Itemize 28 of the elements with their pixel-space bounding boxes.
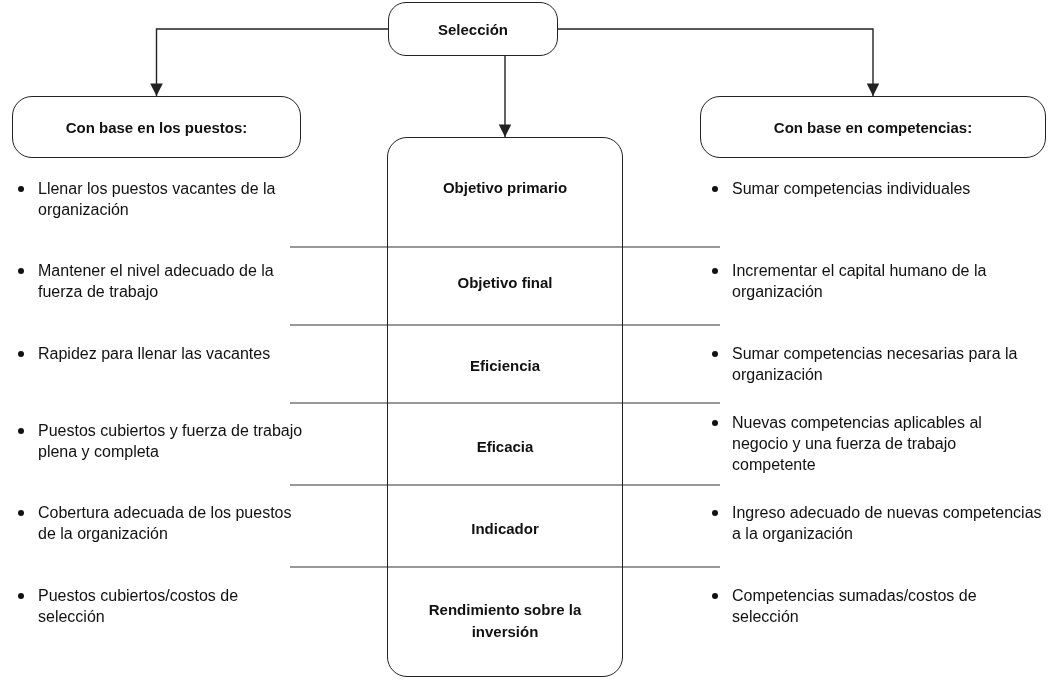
bullet-text: Nuevas competencias aplicables al negocio y una fuerza de trabajo competente [732, 413, 983, 475]
bullet-text: Rapidez para llenar las vacantes [38, 344, 272, 364]
arrow [557, 28, 880, 97]
bullet-text: Sumar competencias individuales [732, 179, 972, 199]
rounded-box [388, 2, 558, 56]
row-heading: Eficacia [475, 437, 535, 457]
heading-text: Con base en competencias: [773, 118, 973, 136]
arrow [498, 55, 512, 138]
row-heading: Objetivo primario [441, 178, 569, 198]
row-heading: Indicador [470, 519, 540, 539]
bullet-text: Puestos cubiertos/costos de selección [38, 586, 240, 627]
row-heading: Eficiencia [468, 356, 541, 376]
bullet-text: Puestos cubiertos y fuerza de trabajo plena y completa [38, 421, 304, 462]
heading-text: Con base en los puestos: [65, 118, 248, 136]
row-heading: Objetivo final [456, 273, 554, 293]
bullet-text: Sumar competencias necesarias para la organización [732, 344, 1019, 385]
column-box [387, 137, 623, 677]
arrow [150, 28, 389, 97]
header-box [700, 96, 1046, 158]
bullet-text: Incrementar el capital humano de la organización [732, 261, 988, 302]
row-heading: Rendimiento sobre la inversión [427, 600, 583, 642]
bullet-text: Competencias sumadas/costos de selección [732, 586, 978, 627]
heading-text: Selección [437, 20, 508, 38]
bullet-text: Cobertura adecuada de los puestos de la organización [38, 503, 293, 544]
bullet-text: Llenar los puestos vacantes de la organización [38, 179, 277, 220]
bullet-text: Ingreso adecuado de nuevas competencias a la organización [732, 503, 1042, 544]
bullet-text: Mantener el nivel adecuado de la fuerza de trabajo [38, 261, 275, 302]
header-box [12, 96, 301, 158]
